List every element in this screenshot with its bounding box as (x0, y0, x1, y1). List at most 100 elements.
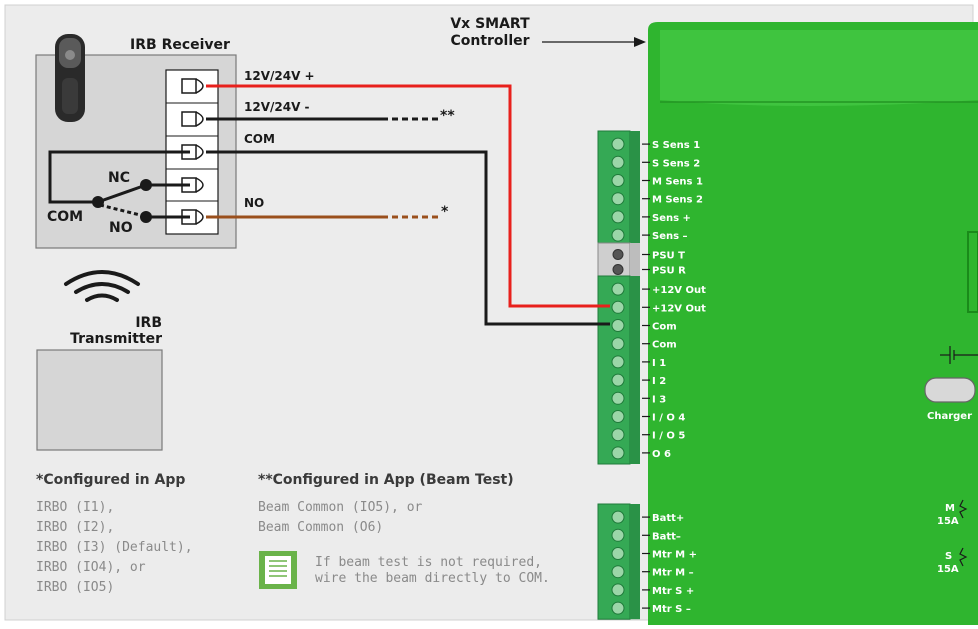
tip-line2: wire the beam directly to COM. (315, 571, 550, 586)
terminal-label: Mtr M + (652, 550, 697, 561)
terminal-pin (611, 565, 650, 579)
transmitter-box (36, 349, 163, 451)
terminal-block-power: Batt+ Batt– Mtr M + Mtr M – Mtr S + Mtr S – (597, 503, 697, 620)
terminal-pin (611, 428, 650, 442)
terminal-label: M Sens 1 (652, 177, 703, 188)
fuse-m-icon (959, 499, 968, 519)
relay-nc-label: NC (108, 170, 130, 186)
transmitter-title-line1: IRB (135, 315, 162, 331)
terminal-label: S Sens 1 (652, 140, 700, 151)
terminal-label: I / O 5 (652, 431, 685, 442)
remote-fob-icon (55, 34, 85, 122)
terminal-pin (612, 249, 650, 260)
wifi-signal-icon (64, 270, 140, 302)
terminal-label-com: COM (244, 132, 275, 146)
receiver-title: IRB Receiver (130, 37, 230, 53)
terminal-label: O 6 (652, 449, 671, 460)
single-star-heading: *Configured in App (36, 472, 185, 488)
terminal-pin (611, 391, 650, 405)
terminal-block-psu: PSU T PSU R (597, 242, 686, 280)
terminal-label: Com (652, 322, 677, 333)
terminal-pin (611, 192, 650, 206)
transmitter-title-line2: Transmitter (70, 331, 162, 347)
terminal-pin (611, 583, 650, 597)
terminal-label: Sens – (652, 231, 688, 242)
terminal-label: Mtr S + (652, 586, 694, 597)
terminal-label: S Sens 2 (652, 158, 700, 169)
controller-highlight (660, 30, 978, 106)
relay-com-label: COM (47, 209, 83, 225)
terminal-label: Sens + (652, 213, 691, 224)
terminal-label: Com (652, 340, 677, 351)
battery-icon (940, 346, 978, 364)
terminal-label: Batt– (652, 531, 681, 542)
terminal-pin (611, 547, 650, 560)
terminal-pin (611, 228, 650, 242)
terminal-label: PSU R (652, 266, 686, 277)
terminal-label: PSU T (652, 251, 685, 262)
fuse-m-letter: M (945, 503, 955, 514)
terminal-pin (611, 137, 650, 151)
controller-pointer-arrow (634, 37, 646, 47)
terminal-label: Mtr S – (652, 604, 691, 615)
display-edge (967, 231, 978, 313)
terminal-pin (611, 528, 650, 542)
terminal-label: I 2 (652, 376, 666, 387)
controller-title-line2: Controller (450, 33, 529, 49)
terminal-pin (611, 373, 650, 387)
terminal-pin (611, 282, 650, 296)
terminal-label: Batt+ (652, 513, 684, 524)
fuse-m-rating: 15A (937, 516, 959, 527)
terminal-pin (611, 601, 650, 615)
single-note-item: IRBO (IO5) (36, 580, 114, 595)
controller-title-line1: Vx SMART (450, 16, 530, 32)
brown-wire-marker: * (441, 204, 449, 220)
terminal-label: +12V Out (652, 285, 706, 296)
terminal-label: M Sens 2 (652, 195, 703, 206)
relay-switch (48, 150, 190, 223)
terminal-pin (611, 337, 650, 351)
receiver-terminal (166, 102, 218, 127)
charger-label: Charger (927, 411, 972, 422)
terminal-pin (612, 264, 650, 275)
receiver-terminal (166, 69, 218, 94)
terminal-label: I / O 4 (652, 413, 685, 424)
fuse-s-letter: S (945, 551, 952, 562)
terminal-pin (611, 510, 650, 524)
terminal-pin (611, 410, 650, 423)
single-note-item: IRBO (IO4), or (36, 560, 146, 575)
terminal-pin (611, 210, 650, 224)
wire-12v-plus (206, 84, 610, 308)
fuse-s-icon (959, 547, 968, 567)
terminal-pin (611, 155, 650, 169)
controller-body (648, 22, 978, 625)
terminal-block-sensors: S Sens 1 S Sens 2 M Sens 1 M Sens 2 Sens + Se… (597, 130, 703, 247)
terminal-pin (611, 355, 650, 369)
terminal-pin (611, 319, 650, 332)
terminal-label: I 1 (652, 358, 666, 369)
single-note-item: IRBO (I1), (36, 500, 114, 515)
single-note-item: IRBO (I2), (36, 520, 114, 535)
terminal-label-no: NO (244, 196, 264, 210)
terminal-label: Mtr M – (652, 568, 694, 579)
terminal-label-12v-minus: 12V/24V - (244, 100, 310, 114)
terminal-label: I 3 (652, 394, 666, 405)
fuse-s-rating: 15A (937, 564, 959, 575)
terminal-pin (611, 300, 650, 314)
double-note-item: Beam Common (IO5), or (258, 500, 423, 515)
double-note-item: Beam Common (O6) (258, 520, 383, 535)
note-icon (259, 551, 297, 589)
terminal-label-12v-plus: 12V/24V + (244, 69, 315, 83)
relay-no-label: NO (109, 220, 133, 236)
black-wire-marker: ** (440, 108, 455, 124)
charger-button[interactable] (924, 377, 976, 403)
double-star-heading: **Configured in App (Beam Test) (258, 472, 514, 488)
terminal-pin (611, 446, 650, 460)
terminal-label: +12V Out (652, 303, 706, 314)
tip-line1: If beam test is not required, (315, 555, 542, 570)
terminal-pin (611, 174, 650, 187)
single-note-item: IRBO (I3) (Default), (36, 540, 193, 555)
wire-com (206, 150, 610, 326)
